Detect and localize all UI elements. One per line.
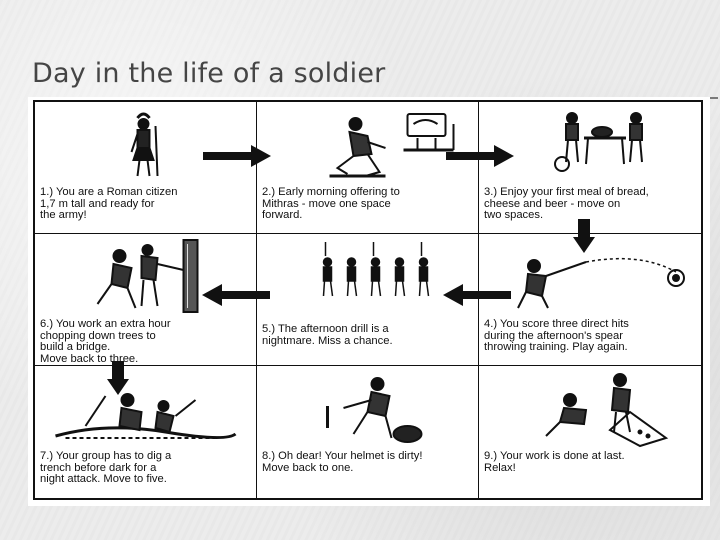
cell-step-4: 4.) You score three direct hits during t… xyxy=(479,234,701,366)
arrow-right-1-to-2 xyxy=(203,145,271,167)
drill-illustration xyxy=(322,242,430,297)
step-text: Enjoy your first meal of bread, cheese a… xyxy=(484,186,649,221)
board-game-sheet: 1.) You are a Roman citizen 1,7 m tall a… xyxy=(28,97,710,506)
arrow-left-5-to-6 xyxy=(202,284,270,306)
trench-digging-illustration xyxy=(55,393,237,440)
step-number: 2.) xyxy=(262,186,276,198)
cell-step-8: 8.) Oh dear! Your helmet is dirty! Move … xyxy=(257,366,479,498)
arrow-right-2-to-3 xyxy=(446,145,514,167)
arrow-down-6-to-7 xyxy=(107,361,129,395)
step-number: 1.) xyxy=(40,186,54,198)
cell-step-1: 1.) You are a Roman citizen 1,7 m tall a… xyxy=(35,102,257,234)
page-title: Day in the life of a soldier xyxy=(32,58,386,89)
step-number: 4.) xyxy=(484,318,498,330)
step-text: You score three direct hits during the a… xyxy=(484,318,629,353)
step-number: 9.) xyxy=(484,450,498,462)
step-text: Oh dear! Your helmet is dirty! Move back… xyxy=(262,450,423,474)
dirty-helmet-illustration xyxy=(326,377,423,443)
step-text: Early morning offering to Mithras - move… xyxy=(262,186,400,221)
step-number: 3.) xyxy=(484,186,498,198)
cell-step-9: 9.) Your work is done at last. Relax! xyxy=(479,366,701,498)
meal-illustration xyxy=(554,112,643,172)
step-number: 7.) xyxy=(40,450,54,462)
arrow-left-4-to-5 xyxy=(443,284,511,306)
cell-step-6: 6.) You work an extra hour chopping down… xyxy=(35,234,257,366)
step-number: 6.) xyxy=(40,318,54,330)
relaxing-soldiers-illustration xyxy=(545,373,669,448)
step-text: Your group has to dig a trench before da… xyxy=(40,450,172,485)
step-text: The afternoon drill is a nightmare. Miss… xyxy=(262,323,393,347)
spear-throwing-illustration xyxy=(517,257,685,309)
offering-illustration xyxy=(329,113,455,178)
step-text: You are a Roman citizen 1,7 m tall and r… xyxy=(40,186,178,221)
arrow-down-3-to-4 xyxy=(573,219,595,253)
roman-soldier-illustration xyxy=(130,112,159,177)
step-number: 8.) xyxy=(262,450,276,462)
cell-step-5: 5.) The afternoon drill is a nightmare. … xyxy=(257,234,479,366)
tree-chopping-illustration xyxy=(96,239,199,313)
step-text: Your work is done at last. Relax! xyxy=(484,450,625,474)
board-grid: 1.) You are a Roman citizen 1,7 m tall a… xyxy=(33,100,703,500)
cell-step-7: 7.) Your group has to dig a trench befor… xyxy=(35,366,257,498)
step-number: 5.) xyxy=(262,323,276,335)
cell-step-3: 3.) Enjoy your first meal of bread, chee… xyxy=(479,102,701,234)
cell-step-2: 2.) Early morning offering to Mithras - … xyxy=(257,102,479,234)
step-text: You work an extra hour chopping down tre… xyxy=(40,318,171,365)
